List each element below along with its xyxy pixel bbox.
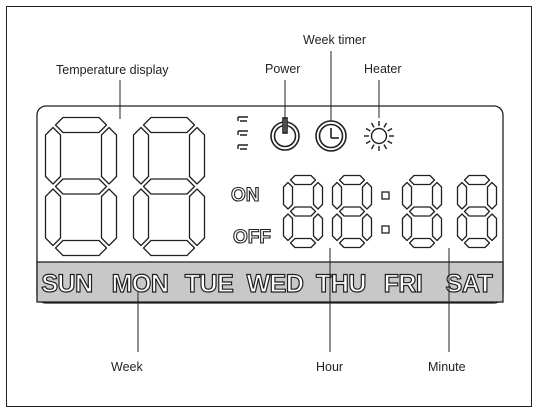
heater-ray bbox=[370, 144, 375, 150]
day-wed: WED bbox=[247, 270, 304, 298]
hour-digit-1 bbox=[282, 174, 324, 249]
callout-temperature-display: Temperature display bbox=[56, 63, 169, 77]
day-mon: MON bbox=[112, 270, 169, 298]
temperature-digit-2 bbox=[132, 116, 206, 257]
day-thu: THU bbox=[316, 270, 366, 298]
figure-frame bbox=[6, 6, 532, 407]
day-sun: SUN bbox=[41, 270, 92, 298]
day-tue: TUE bbox=[185, 270, 234, 298]
day-bar bbox=[36, 261, 504, 303]
on-label: ON bbox=[231, 185, 260, 206]
callout-week-timer: Week timer bbox=[303, 33, 366, 47]
callout-hour: Hour bbox=[316, 360, 344, 374]
callout-power: Power bbox=[265, 62, 301, 76]
clock-colon bbox=[381, 191, 390, 234]
callout-week: Week bbox=[111, 360, 143, 374]
callout-heater: Heater bbox=[364, 62, 402, 76]
callout-minute: Minute bbox=[428, 360, 466, 374]
lcd-panel bbox=[36, 105, 504, 304]
hour-digit-2 bbox=[331, 174, 373, 249]
heater-ray bbox=[387, 140, 393, 145]
heater-ray bbox=[383, 122, 388, 128]
heater-ray bbox=[370, 122, 375, 128]
heater-ray bbox=[365, 140, 371, 145]
temperature-digit-1 bbox=[44, 116, 118, 257]
heater-ray bbox=[383, 144, 388, 150]
heater-sun-icon bbox=[364, 121, 394, 151]
power-icon bbox=[270, 117, 300, 151]
day-sat: SAT bbox=[446, 270, 493, 298]
minute-digit-1 bbox=[401, 174, 443, 249]
minute-digit-2 bbox=[456, 174, 498, 249]
fan-level-icon bbox=[237, 116, 248, 150]
clock-icon bbox=[315, 120, 347, 152]
day-fri: FRI bbox=[384, 270, 423, 298]
heater-ray bbox=[365, 127, 371, 132]
leader-lines bbox=[119, 51, 450, 352]
heater-ray bbox=[387, 127, 393, 132]
off-label: OFF bbox=[233, 227, 271, 248]
